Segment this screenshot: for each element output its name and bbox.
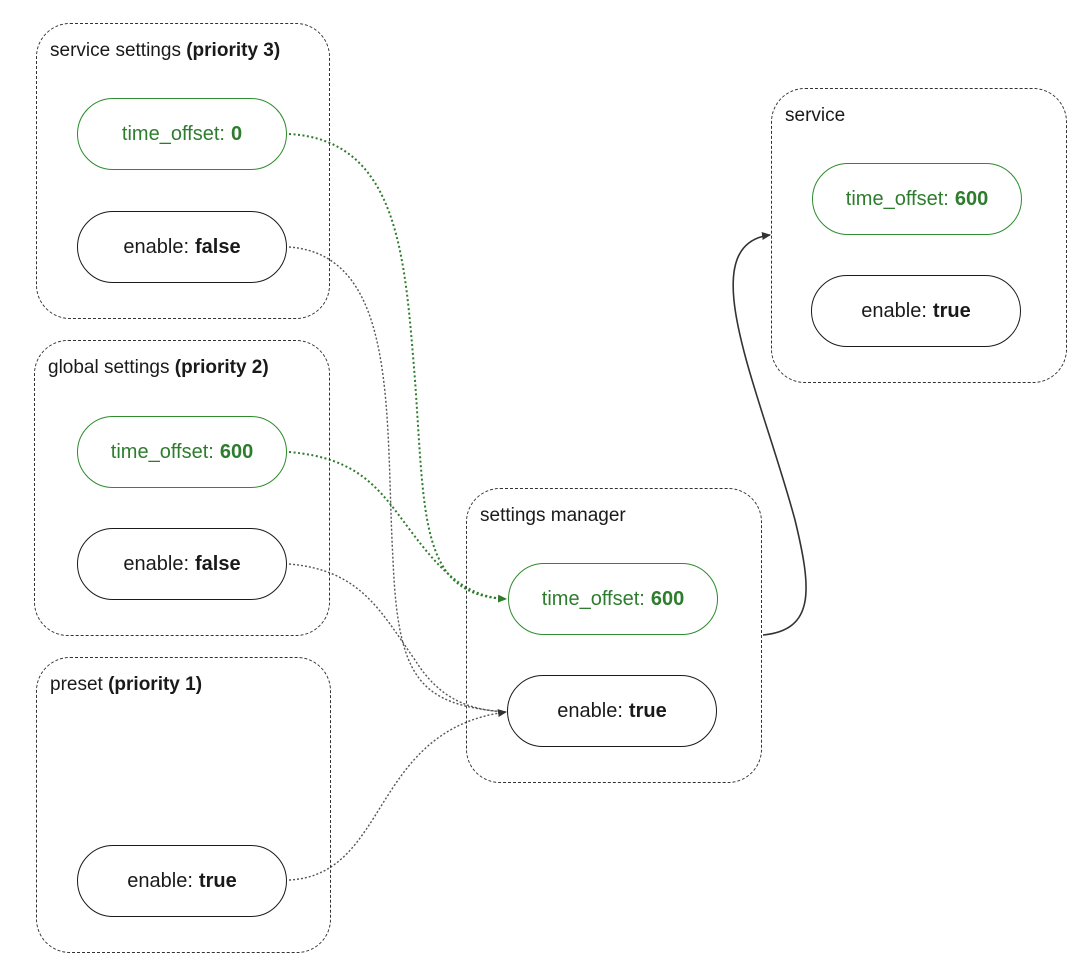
group-title: settings manager <box>480 505 626 527</box>
pill-service-enable[interactable]: enable: true <box>811 275 1021 347</box>
group-name: settings manager <box>480 505 626 526</box>
pill-value: 600 <box>954 187 989 210</box>
group-name: service settings <box>50 40 181 61</box>
pill-global-settings-enable[interactable]: enable: false <box>77 528 287 600</box>
pill-value: 600 <box>219 440 254 463</box>
group-priority: (priority 2) <box>174 357 269 378</box>
pill-service-settings-time-offset[interactable]: time_offset: 0 <box>77 98 287 170</box>
pill-key: enable: <box>123 552 190 575</box>
pill-value: false <box>195 235 241 258</box>
pill-preset-enable[interactable]: enable: true <box>77 845 287 917</box>
group-priority: (priority 3) <box>186 40 281 61</box>
group-name: preset <box>50 674 103 695</box>
group-title: global settings (priority 2) <box>48 357 269 379</box>
group-global-settings: global settings (priority 2) <box>34 340 330 636</box>
pill-value: true <box>932 299 971 322</box>
group-service-settings: service settings (priority 3) <box>36 23 330 319</box>
pill-value: false <box>195 552 241 575</box>
pill-value: true <box>628 699 667 722</box>
group-service: service <box>771 88 1067 383</box>
pill-key: enable: <box>127 869 193 892</box>
pill-key: time_offset: <box>121 122 225 145</box>
group-settings-manager: settings manager <box>466 488 762 783</box>
group-title: service settings (priority 3) <box>50 40 280 62</box>
pill-key: enable: <box>861 299 927 322</box>
pill-service-time-offset[interactable]: time_offset: 600 <box>812 163 1022 235</box>
pill-settings-manager-time-offset[interactable]: time_offset: 600 <box>508 563 718 635</box>
pill-key: time_offset: <box>541 587 645 610</box>
group-preset: preset (priority 1) <box>36 657 331 953</box>
group-name: service <box>785 105 846 126</box>
group-title: preset (priority 1) <box>50 674 202 696</box>
pill-value: 600 <box>650 587 685 610</box>
connector-manager-to-service <box>732 232 807 636</box>
pill-value: 0 <box>230 122 243 145</box>
connector-service-enable <box>288 246 507 713</box>
pill-key: enable: <box>123 235 190 258</box>
pill-service-settings-enable[interactable]: enable: false <box>77 211 287 283</box>
group-priority: (priority 1) <box>108 674 203 695</box>
pill-global-settings-time-offset[interactable]: time_offset: 600 <box>77 416 287 488</box>
connector-global-time-offset <box>288 451 507 603</box>
pill-key: time_offset: <box>845 187 949 210</box>
pill-settings-manager-enable[interactable]: enable: true <box>507 675 717 747</box>
group-name: global settings <box>48 357 170 378</box>
connector-global-enable <box>288 563 507 713</box>
group-title: service <box>785 105 845 127</box>
pill-key: time_offset: <box>110 440 214 463</box>
pill-key: enable: <box>557 699 623 722</box>
pill-value: true <box>198 869 237 892</box>
